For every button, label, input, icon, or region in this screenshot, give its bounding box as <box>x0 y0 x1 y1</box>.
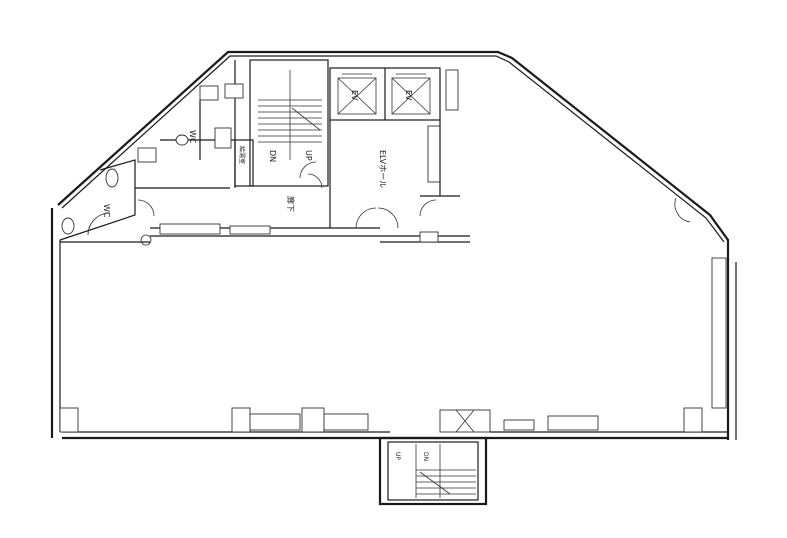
wc-area: WC WC <box>59 60 244 241</box>
stair-up-label: UP <box>304 150 313 161</box>
outer-walls <box>50 50 737 440</box>
corridor-label: 廊下 <box>286 196 296 212</box>
corner-door <box>674 197 691 223</box>
utility-label: 給湯室 <box>238 146 246 164</box>
bottom-fixtures <box>231 407 599 433</box>
stair-dn-label: DN <box>268 150 277 162</box>
wc-upper-label: WC <box>188 130 197 144</box>
ev-left-label: EV <box>350 90 359 101</box>
utility-room: 給湯室 <box>234 139 254 187</box>
upper-stair: DN UP <box>249 59 329 189</box>
ev-right-label: EV <box>404 90 413 101</box>
core-partition <box>60 223 470 246</box>
elv-hall-label: ELVホール <box>378 150 387 188</box>
lower-dn-label: DN <box>422 452 429 461</box>
lower-stair: UP DN <box>378 436 488 506</box>
wc-lower-label: WC <box>102 204 111 218</box>
elv-hall: ELVホール 廊下 <box>286 120 460 229</box>
lower-up-label: UP <box>394 452 401 460</box>
elevator-bank: EV EV <box>329 67 459 183</box>
